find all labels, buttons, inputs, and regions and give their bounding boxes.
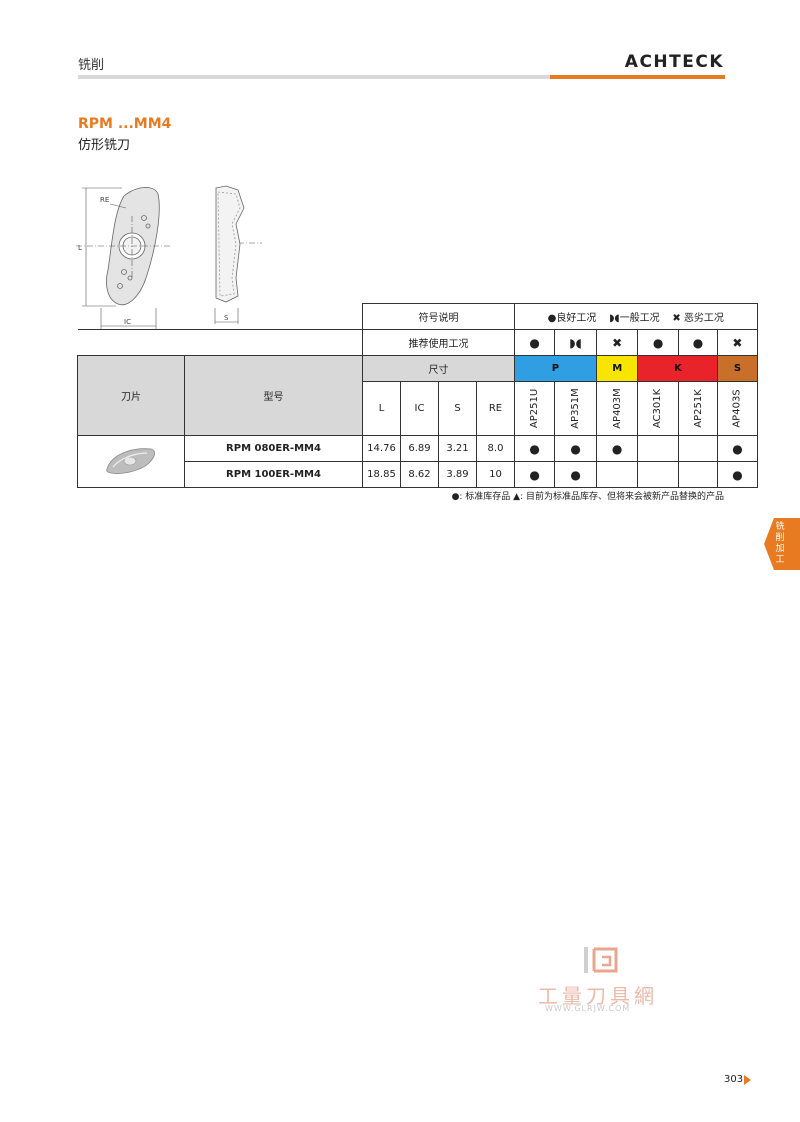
group-k: K: [637, 355, 719, 382]
mark-cell: [677, 461, 719, 488]
recommend-symbol: ◗◖: [554, 329, 597, 356]
grade-header: AP251U: [513, 381, 556, 436]
product-subtitle: 仿形铣刀: [78, 138, 131, 153]
header-rule-accent: [550, 75, 725, 79]
mark-cell: ●: [513, 461, 556, 488]
model-cell: RPM 100ER-MM4: [184, 461, 363, 488]
grade-header: AP351M: [554, 381, 597, 436]
group-s: S: [717, 355, 758, 382]
l-label: L: [78, 244, 82, 252]
grade-header: AP403S: [717, 381, 758, 436]
dim-cell: 14.76: [362, 435, 401, 462]
spec-table: 符号说明 ●良好工况 ◗◖一般工况 ✖ 恶劣工况 推荐使用工况 ● ◗◖ ✖ ●…: [77, 303, 758, 488]
insert-photo: [106, 448, 155, 474]
mark-cell: [637, 461, 679, 488]
group-m: M: [595, 355, 639, 382]
legend: ●良好工况 ◗◖一般工况 ✖ 恶劣工况: [514, 303, 758, 330]
watermark-logo-icon: [584, 947, 618, 973]
grade-label: AC301K: [652, 388, 664, 429]
table-row: RPM 100ER-MM4 18.85 8.62 3.89 10 ● ● ●: [78, 461, 758, 488]
mark-cell: [677, 435, 719, 462]
dimension-header: 尺寸: [362, 355, 515, 382]
model-column-header: 型号: [184, 355, 363, 436]
dim-cell: 3.21: [438, 435, 477, 462]
watermark-url: WWW.GLRJW.COM: [545, 1004, 631, 1013]
dim-header-s: S: [438, 381, 477, 436]
product-title: RPM ...MM4: [78, 116, 172, 132]
header-rule: [78, 75, 550, 79]
recommend-symbol: ●: [637, 329, 679, 356]
side-tab-label: 铣削加工: [775, 522, 785, 565]
brand-logo: ACHTECK: [624, 52, 724, 72]
dim-cell: 18.85: [362, 461, 401, 488]
model-cell: RPM 080ER-MM4: [184, 435, 363, 462]
insert-column-header: 刀片: [77, 355, 185, 436]
dim-cell: 10: [476, 461, 515, 488]
recommend-symbol: ●: [677, 329, 719, 356]
dim-header-l: L: [362, 381, 401, 436]
grade-header: AP403M: [595, 381, 639, 436]
table-footnote: ●: 标准库存品 ▲: 目前为标准品库存、但将来会被新产品替换的产品: [451, 492, 724, 502]
mark-cell: ●: [595, 435, 639, 462]
dim-header-ic: IC: [400, 381, 439, 436]
dim-header-re: RE: [476, 381, 515, 436]
dim-cell: 8.62: [400, 461, 439, 488]
group-p: P: [514, 355, 597, 382]
re-label: RE: [100, 196, 109, 204]
recommend-symbol: ●: [513, 329, 556, 356]
section-side-tab[interactable]: [764, 518, 800, 570]
grade-label: AP403M: [611, 388, 623, 429]
grade-label: AP351M: [570, 388, 582, 429]
dim-cell: 6.89: [400, 435, 439, 462]
next-page-arrow-icon[interactable]: [744, 1075, 751, 1085]
mark-cell: ●: [717, 461, 758, 488]
mark-cell: ●: [554, 461, 597, 488]
insert-image: [77, 435, 185, 488]
legend-bad: ✖ 恶劣工况: [672, 313, 724, 324]
recommend-symbol: ✖: [717, 329, 758, 356]
dim-cell: 3.89: [438, 461, 477, 488]
mark-cell: [595, 461, 639, 488]
grade-header: AC301K: [637, 381, 679, 436]
side-view: [215, 185, 245, 303]
mark-cell: ●: [717, 435, 758, 462]
dim-cell: 8.0: [476, 435, 515, 462]
watermark-text: 工量刀具網: [538, 984, 658, 1008]
recommend-symbol: ✖: [595, 329, 639, 356]
grade-label: AP251U: [529, 388, 541, 429]
recommend-label: 推荐使用工况: [362, 329, 515, 356]
grade-label: AP403S: [731, 389, 743, 428]
mark-cell: ●: [513, 435, 556, 462]
mark-cell: [637, 435, 679, 462]
grade-label: AP251K: [692, 389, 704, 428]
legend-label: 符号说明: [362, 303, 515, 330]
grade-header: AP251K: [677, 381, 719, 436]
table-row: RPM 080ER-MM4 14.76 6.89 3.21 8.0 ● ● ● …: [77, 435, 758, 488]
mark-cell: ●: [554, 435, 597, 462]
legend-general: ◗◖一般工况: [609, 313, 660, 324]
insert-technical-drawing: RE L IC S: [76, 185, 262, 330]
header-category: 铣削: [78, 58, 105, 73]
legend-good: ●良好工况: [547, 313, 597, 324]
page-number: 303: [724, 1074, 744, 1085]
